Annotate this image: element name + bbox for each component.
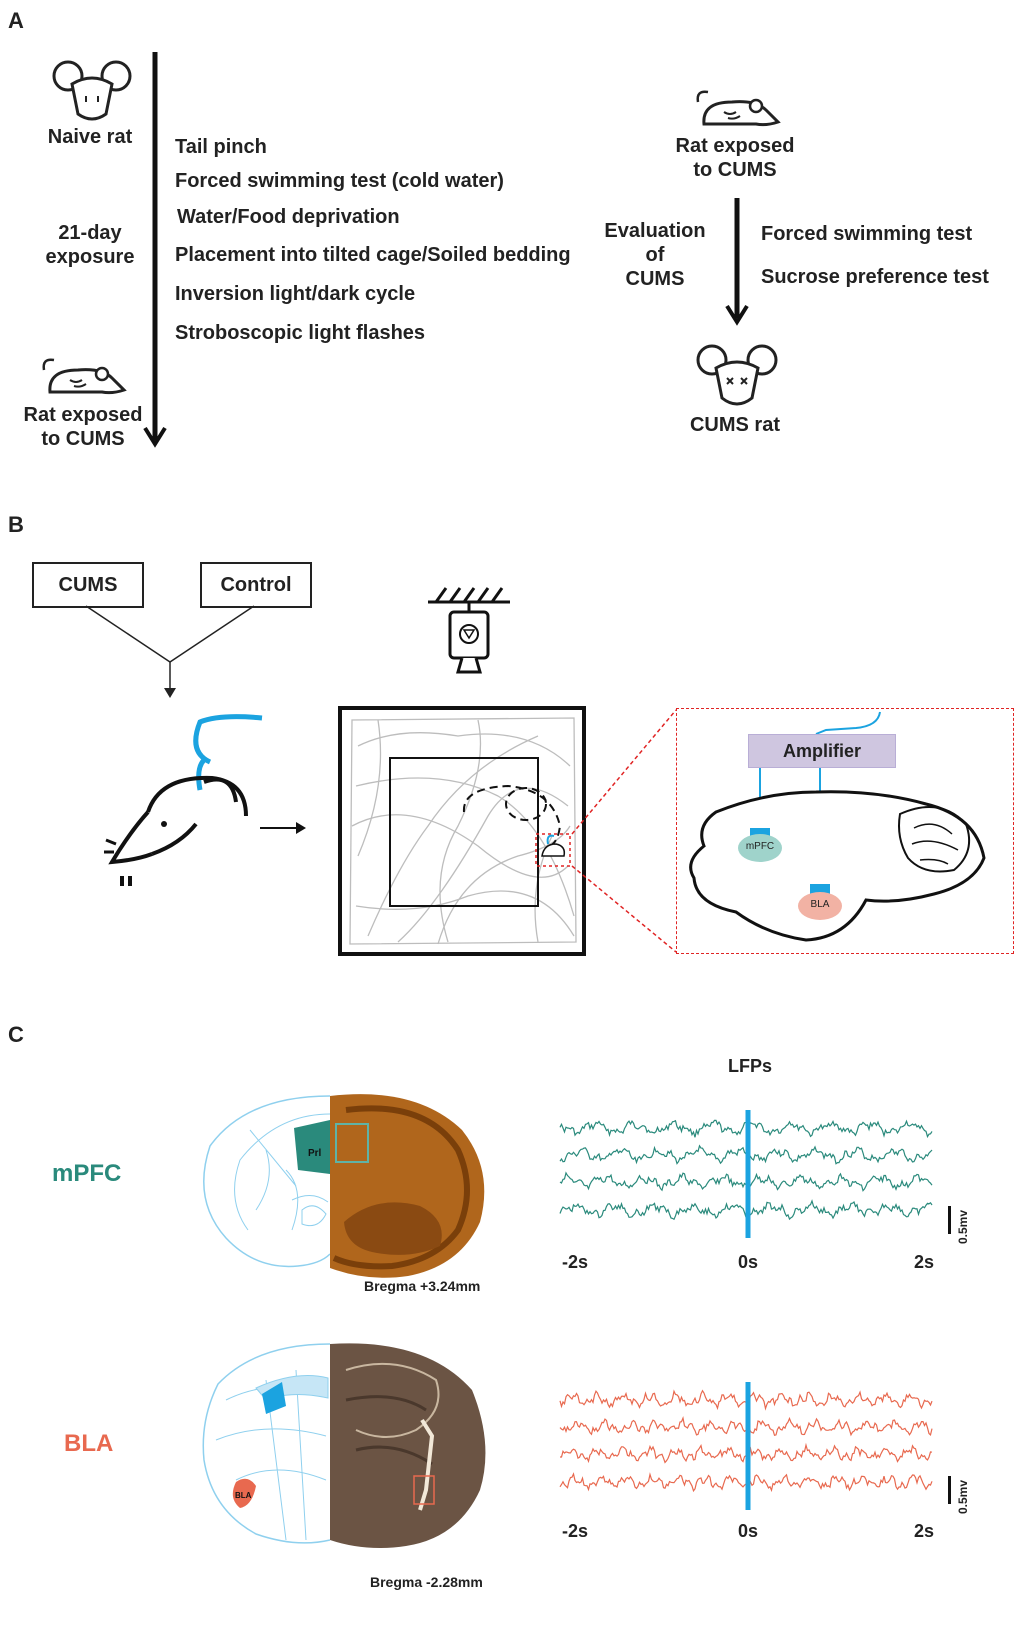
control-group-label: Control <box>220 573 292 596</box>
bregma-bla: Bregma -2.28mm <box>370 1574 483 1590</box>
lfps-title: LFPs <box>727 1056 772 1076</box>
mpfc-atlas-section <box>203 1094 485 1278</box>
camera-icon <box>428 587 510 674</box>
bla-site-label: BLA <box>810 899 830 910</box>
exposed-rat-label-2: to CUMS <box>41 428 125 450</box>
exposed-rat-label-1: Rat exposed <box>23 404 143 426</box>
group-merge-lines <box>85 605 255 698</box>
amplifier-label: Amplifier <box>782 740 861 761</box>
brain-outline <box>689 790 986 942</box>
scale-bar-label: 0.5mv <box>956 1479 970 1514</box>
control-group-box: Control <box>200 562 312 608</box>
time-tick: -2s <box>562 1252 589 1272</box>
bla-row-label: BLA <box>64 1430 114 1457</box>
bla-small-label: BLA <box>235 1491 252 1500</box>
panel-b-label: B <box>8 512 24 537</box>
amplifier-box: Amplifier <box>748 734 896 768</box>
prl-label: Prl <box>308 1148 322 1159</box>
timeline-arrow <box>143 52 167 448</box>
right-exposed-label-1: Rat exposed <box>675 135 795 157</box>
exposure-label-1: 21-day <box>58 222 122 244</box>
panel-a-label: A <box>8 8 24 33</box>
exposed-rat-icon-right <box>696 90 781 127</box>
scale-bar-bla <box>948 1476 951 1504</box>
stressor-item: Placement into tilted cage/Soiled beddin… <box>175 244 571 266</box>
zoom-lines <box>571 709 677 953</box>
test-item: Sucrose preference test <box>761 266 989 288</box>
implanted-rat-icon <box>104 714 263 886</box>
mpfc-lfp-traces <box>559 1110 933 1238</box>
time-tick: 2s <box>914 1252 935 1272</box>
mpfc-site-label: mPFC <box>745 841 775 852</box>
stressor-item: Stroboscopic light flashes <box>175 322 426 344</box>
naive-rat-label: Naive rat <box>47 126 133 148</box>
evaluation-label-1: Evaluation <box>604 220 706 242</box>
cums-group-label: CUMS <box>58 573 118 596</box>
time-tick: 2s <box>914 1521 935 1541</box>
test-item: Forced swimming test <box>761 223 973 245</box>
cums-rat-label: CUMS rat <box>689 414 780 436</box>
exposure-label-2: exposure <box>45 246 135 268</box>
time-tick: -2s <box>562 1521 589 1541</box>
bregma-mpfc: Bregma +3.24mm <box>364 1278 481 1294</box>
stressor-item: Tail pinch <box>175 136 267 158</box>
stressor-item: Forced swimming test (cold water) <box>175 170 504 192</box>
panel-c-label: C <box>8 1022 24 1047</box>
bla-lfp-traces <box>559 1382 933 1510</box>
evaluation-label-2: of <box>645 244 665 266</box>
stressor-item: Water/Food deprivation <box>177 206 400 228</box>
open-field-arena <box>338 706 586 956</box>
mpfc-row-label: mPFC <box>52 1160 122 1187</box>
right-exposed-label-2: to CUMS <box>693 159 777 181</box>
naive-rat-icon <box>52 60 132 121</box>
stressor-item: Inversion light/dark cycle <box>175 283 416 305</box>
evaluation-label-3: CUMS <box>625 268 685 290</box>
exposed-rat-icon <box>42 358 127 395</box>
bla-atlas-section <box>202 1343 486 1548</box>
brain-inset <box>676 708 1014 954</box>
time-tick: 0s <box>738 1252 759 1272</box>
cums-rat-icon <box>696 344 778 406</box>
evaluation-arrow <box>725 198 749 326</box>
scale-bar-mpfc <box>948 1206 951 1234</box>
scale-bar-label: 0.5mv <box>956 1209 970 1244</box>
to-arena-arrow <box>260 822 306 834</box>
time-tick: 0s <box>738 1521 759 1541</box>
